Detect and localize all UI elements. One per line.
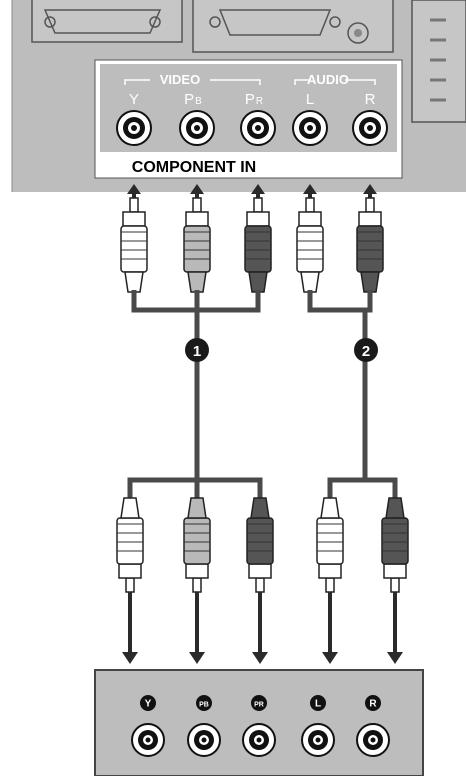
device-jack-label: PB bbox=[199, 702, 209, 709]
rca-jack-icon bbox=[240, 110, 276, 146]
step-marker-1: 1 bbox=[185, 338, 209, 362]
device-jack-label: R bbox=[369, 699, 377, 710]
rca-plug-icon bbox=[296, 197, 324, 293]
step-marker-2: 2 bbox=[354, 338, 378, 362]
rca-jack-icon bbox=[301, 723, 335, 757]
step-marker-2-number: 2 bbox=[362, 343, 370, 360]
rca-plug-icon bbox=[183, 197, 211, 293]
tv-jack-row: Y PB PR L R bbox=[116, 91, 388, 146]
arrow-icon bbox=[387, 592, 403, 664]
device-jack-badge: L bbox=[310, 695, 326, 711]
audio-group-label: AUDIO bbox=[307, 72, 349, 87]
d-sub-port-icon bbox=[31, 0, 183, 43]
rca-plug-icon bbox=[116, 497, 144, 593]
arrow-icon bbox=[189, 592, 205, 664]
arrow-row bbox=[122, 592, 403, 664]
tv-side-plug-row bbox=[120, 184, 384, 293]
rca-plug-icon bbox=[246, 497, 274, 593]
rca-jack-icon bbox=[179, 110, 215, 146]
d-sub-port-icon bbox=[192, 0, 394, 53]
tv-jack-label: Y bbox=[129, 91, 139, 108]
device-jack-label: Y bbox=[145, 699, 152, 710]
rca-jack-icon bbox=[356, 723, 390, 757]
rca-jack-icon bbox=[352, 110, 388, 146]
device-jack-label: PR bbox=[254, 702, 264, 709]
rca-plug-icon bbox=[244, 197, 272, 293]
device-jack-badge: R bbox=[365, 695, 381, 711]
rca-jack-icon bbox=[242, 723, 276, 757]
device-jack-row: Y PB PR L R bbox=[131, 695, 390, 757]
arrow-icon bbox=[252, 592, 268, 664]
video-group-label: VIDEO bbox=[160, 72, 200, 87]
rca-plug-icon bbox=[183, 497, 211, 593]
rca-plug-icon bbox=[381, 497, 409, 593]
rca-jack-icon bbox=[292, 110, 328, 146]
rca-plug-icon bbox=[316, 497, 344, 593]
tv-jack-label-subscript: B bbox=[195, 96, 202, 107]
arrow-icon bbox=[122, 592, 138, 664]
tv-jack-label: L bbox=[306, 91, 314, 108]
tv-jack-label-subscript: R bbox=[256, 96, 263, 107]
step-marker-1-number: 1 bbox=[193, 343, 201, 360]
component-in-label: COMPONENT IN bbox=[132, 159, 256, 176]
tv-back-panel: VIDEO AUDIO COMPONENT IN bbox=[11, 0, 466, 192]
rca-plug-icon bbox=[356, 197, 384, 293]
device-jack-badge: PB bbox=[196, 695, 212, 711]
rca-jack-icon bbox=[187, 723, 221, 757]
rca-jack-icon bbox=[116, 110, 152, 146]
rca-jack-icon bbox=[131, 723, 165, 757]
tv-jack-label: PB bbox=[184, 91, 202, 108]
tv-jack-label: R bbox=[365, 91, 376, 108]
device-jack-label: L bbox=[315, 699, 321, 710]
arrow-icon bbox=[322, 592, 338, 664]
rca-plug-icon bbox=[120, 197, 148, 293]
tv-jack-label: PR bbox=[245, 91, 263, 108]
device-side-plug-row bbox=[116, 497, 409, 593]
cable-bundle-wires bbox=[127, 290, 398, 500]
device-jack-badge: PR bbox=[251, 695, 267, 711]
scart-port-icon bbox=[411, 0, 466, 123]
device-jack-badge: Y bbox=[140, 695, 156, 711]
